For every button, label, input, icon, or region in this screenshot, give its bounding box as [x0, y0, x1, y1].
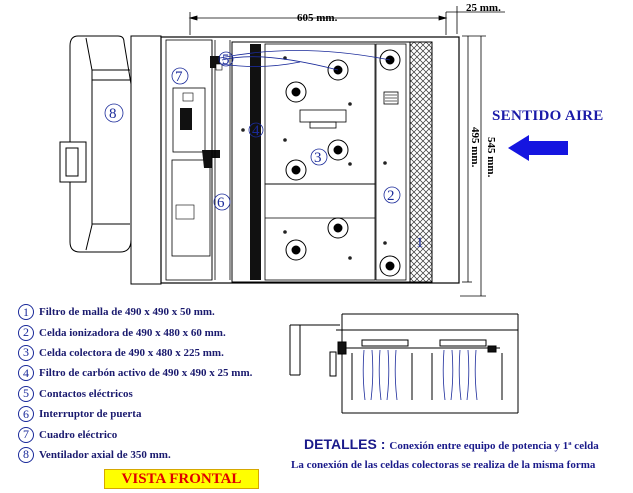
details-heading: DETALLES :	[304, 436, 386, 452]
svg-text:7: 7	[175, 69, 183, 85]
screws	[241, 56, 387, 260]
dim-small-label: 25 mm.	[466, 2, 501, 14]
legend-number: 4	[18, 365, 34, 382]
detail-drawing	[289, 313, 519, 414]
legend-item: 4 Filtro de carbón activo de 490 x 490 x …	[18, 363, 308, 383]
svg-text:2: 2	[387, 188, 395, 204]
dim-outer-height-label: 545 mm.	[485, 137, 497, 178]
legend-item: 3 Celda colectora de 490 x 480 x 225 mm.	[18, 343, 308, 363]
ionizer-grille	[383, 91, 399, 105]
legend-text: Contactos eléctricos	[39, 387, 133, 400]
details-line-1: DETALLES : Conexión entre equipo de pote…	[304, 436, 599, 454]
dim-width-label: 605 mm.	[297, 12, 338, 24]
callout-1: 1	[416, 235, 424, 251]
display-block	[180, 108, 192, 130]
legend-number: 7	[18, 426, 34, 443]
insulators	[285, 49, 401, 277]
legend-item: 6 Interruptor de puerta	[18, 404, 308, 424]
cabinet-outline	[160, 36, 460, 284]
legend-item: 5 Contactos eléctricos	[18, 384, 308, 404]
legend-number: 5	[18, 385, 34, 402]
air-direction-label: SENTIDO AIRE	[492, 108, 604, 124]
details-text-1: Conexión entre equipo de potencia y 1ª c…	[389, 440, 599, 452]
legend-number: 8	[18, 446, 34, 463]
svg-text:5: 5	[222, 52, 230, 68]
legend-item: 2 Celda ionizadora de 490 x 480 x 60 mm.	[18, 322, 308, 342]
mesh-filter	[409, 41, 433, 283]
axial-fan	[59, 35, 162, 285]
legend-number: 1	[18, 304, 34, 321]
callout-3: 3	[310, 148, 328, 166]
control-box	[172, 87, 206, 153]
svg-text:3: 3	[314, 150, 322, 166]
cell-handle	[299, 109, 347, 123]
air-direction-arrow	[508, 135, 568, 161]
details-text-2: La conexión de las celdas colectoras se …	[291, 459, 596, 471]
carbon-filter	[250, 44, 261, 280]
legend-text: Celda colectora de 490 x 480 x 225 mm.	[39, 346, 224, 359]
legend-text: Ventilador axial de 350 mm.	[39, 448, 171, 461]
ionizer-cell	[375, 43, 407, 281]
callout-5: 5	[218, 51, 234, 68]
legend-text: Filtro de malla de 490 x 490 x 50 mm.	[39, 306, 215, 319]
svg-text:8: 8	[109, 106, 117, 122]
callout-6: 6	[213, 193, 231, 211]
svg-text:6: 6	[217, 195, 225, 211]
door-switch-box	[171, 159, 211, 257]
door-switch	[202, 150, 220, 168]
legend-text: Filtro de carbón activo de 490 x 490 x 2…	[39, 367, 253, 380]
callout-2: 2	[383, 186, 401, 204]
legend-number: 3	[18, 344, 34, 361]
dimension-height	[460, 35, 486, 297]
svg-text:1: 1	[416, 235, 424, 251]
electrical-contacts	[210, 50, 391, 71]
callout-7: 7	[171, 67, 189, 85]
switch-plate	[175, 204, 195, 220]
legend-number: 2	[18, 324, 34, 341]
view-label: VISTA FRONTAL	[104, 469, 259, 489]
legend-item: 8 Ventilador axial de 350 mm.	[18, 445, 308, 465]
legend-text: Celda ionizadora de 490 x 480 x 60 mm.	[39, 326, 226, 339]
legend-number: 6	[18, 406, 34, 423]
dim-inner-height-label: 495 mm.	[469, 127, 481, 168]
legend-item: 1 Filtro de malla de 490 x 490 x 50 mm.	[18, 302, 308, 322]
callout-8: 8	[104, 103, 124, 123]
legend-item: 7 Cuadro eléctrico	[18, 424, 308, 444]
callout-4: 4	[248, 122, 264, 139]
legend-text: Interruptor de puerta	[39, 408, 142, 421]
legend: 1 Filtro de malla de 490 x 490 x 50 mm. 2…	[18, 302, 308, 465]
collector-cell-lower	[264, 183, 376, 281]
dimension-width	[188, 12, 448, 35]
legend-text: Cuadro eléctrico	[39, 428, 118, 441]
indicator-lamp	[182, 92, 194, 102]
dimension-small	[446, 6, 505, 34]
svg-text:4: 4	[252, 123, 260, 139]
